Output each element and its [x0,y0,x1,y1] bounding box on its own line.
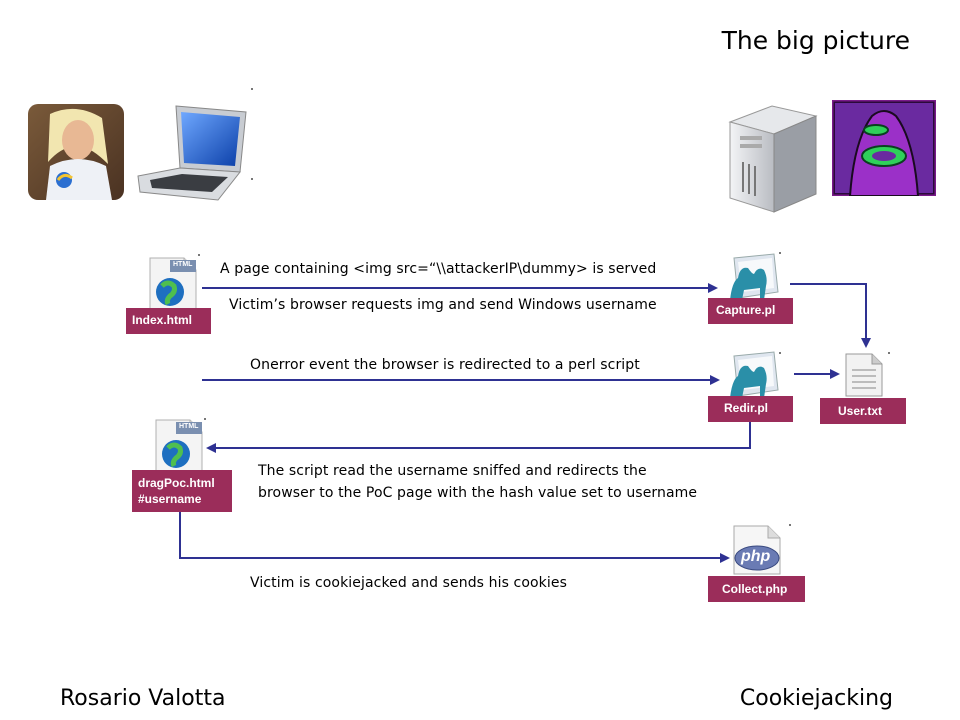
html-file-icon: HTML [152,418,204,474]
redir-pl-label: Redir.pl [708,396,793,422]
index-html-label: Index.html [126,308,211,334]
footer-author: Rosario Valotta [60,686,226,711]
slide-title: The big picture [721,26,910,55]
html-icon-text: HTML [173,261,193,268]
capture-pl-label: Capture.pl [708,298,793,324]
message-request: Victim’s browser requests img and send W… [229,297,657,313]
victim-photo-icon [28,104,124,200]
user-txt-label: User.txt [820,398,906,424]
dragpoc-label: dragPoc.html #username [132,470,232,512]
message-cookies: Victim is cookiejacked and sends his coo… [250,575,567,591]
message-script-line2: browser to the PoC page with the hash va… [258,485,698,501]
arrow-redir-to-dragpoc [206,422,751,453]
arrow-capture-to-user [790,283,871,348]
html-file-icon: HTML [146,256,198,312]
perl-script-icon [730,351,779,398]
message-onerror: Onerror event the browser is redirected … [250,357,640,373]
text-file-icon [845,353,883,397]
collect-php-label: Collect.php [708,576,805,602]
message-script-line1: The script read the username sniffed and… [258,463,647,479]
php-file-icon: php [732,524,782,576]
perl-script-icon [730,253,779,300]
server-icon [728,105,818,213]
arrow-dragpoc-to-collect [179,512,730,563]
message-served: A page containing <img src=“\\attackerIP… [220,261,657,277]
attacker-icon [832,100,936,196]
dragpoc-label-line2: #username [138,492,202,506]
php-icon-text: php [741,548,771,565]
html-icon-text: HTML [179,423,199,430]
dragpoc-label-line1: dragPoc.html [138,476,215,490]
laptop-icon [137,105,247,201]
footer-topic: Cookiejacking [739,686,893,711]
